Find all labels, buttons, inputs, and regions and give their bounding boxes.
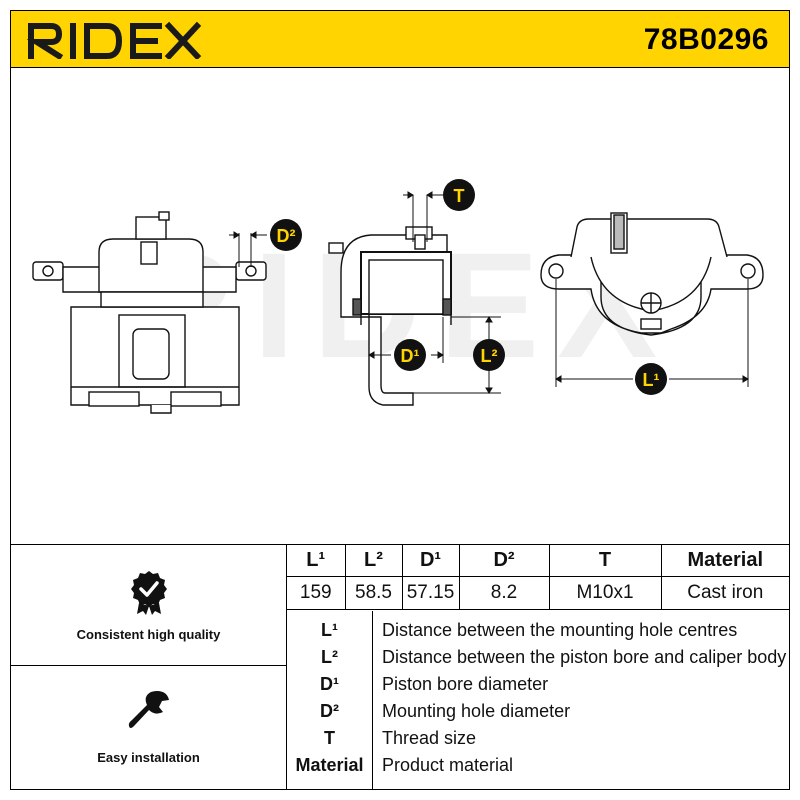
callout-t-label: T (454, 186, 465, 206)
spec-value-cell: 8.2 (458, 576, 550, 610)
legend-term: D² (320, 701, 339, 721)
legend-description: Mounting hole diameter (382, 701, 571, 721)
legend-row: Material Product material (287, 752, 789, 778)
callout-d1-label: D¹ (401, 346, 420, 366)
spec-value-row: 159 58.5 57.15 8.2 M10x1 Cast iron (287, 576, 789, 610)
feature-installation: Easy installation (11, 666, 287, 789)
spec-table: L¹ L² D¹ D² T Material 159 58.5 57.15 8.… (287, 545, 789, 610)
caliper-section-view (328, 226, 452, 406)
spec-header-cell: L² (344, 545, 403, 577)
caliper-front-view (32, 211, 267, 414)
spec-value-cell: Cast iron (660, 576, 789, 610)
legend-description: Distance between the mounting hole centr… (382, 620, 738, 640)
legend-term: Material (295, 755, 364, 775)
legend-row: T Thread size (287, 725, 789, 751)
spec-header-cell: T (548, 545, 662, 577)
spec-value-cell: M10x1 (548, 576, 662, 610)
legend-description: Distance between the piston bore and cal… (382, 647, 787, 667)
legend-divider (372, 611, 373, 789)
callout-l2-badge (473, 339, 505, 371)
legend-term: L² (321, 647, 338, 667)
callout-d1-badge (394, 339, 426, 371)
technical-drawing: RIDEX (10, 67, 790, 545)
legend-term: L¹ (321, 620, 338, 640)
feature-installation-label: Easy installation (97, 750, 200, 765)
spec-header-cell: D¹ (401, 545, 460, 577)
header-bar: 78B0296 (10, 10, 790, 68)
spec-header-cell: D² (458, 545, 550, 577)
part-number: 78B0296 (643, 23, 769, 56)
spec-header-cell: L¹ (287, 545, 346, 577)
legend-description: Product material (382, 755, 514, 775)
legend-term: D¹ (320, 674, 339, 694)
callout-d2-label: D² (277, 226, 296, 246)
l1-dimension (555, 279, 749, 387)
feature-quality-label: Consistent high quality (76, 627, 221, 642)
spec-value-cell: 57.15 (401, 576, 460, 610)
legend-description: Piston bore diameter (382, 674, 549, 694)
d1-dimension (368, 317, 444, 363)
callout-d2-badge (270, 219, 302, 251)
legend-row: D² Mounting hole diameter (287, 698, 789, 724)
caliper-side-view (540, 212, 764, 336)
spec-header-row: L¹ L² D¹ D² T Material (287, 545, 789, 577)
legend-row: D¹ Piston bore diameter (287, 671, 789, 697)
wrench-icon (128, 691, 169, 728)
callout-l2-label: L² (481, 346, 498, 366)
ridex-logo (27, 21, 202, 59)
legend-row: L² Distance between the piston bore and … (287, 644, 789, 670)
legend-term: T (324, 728, 335, 748)
callout-l1-badge (635, 363, 667, 395)
callout-t-badge (443, 179, 475, 211)
legend-row: L¹ Distance between the mounting hole ce… (287, 617, 789, 643)
bottom-section: Consistent high quality Easy installatio… (10, 544, 790, 790)
spec-header-cell: Material (660, 545, 789, 577)
caliper-drawing: RIDEX (32, 179, 764, 414)
spec-value-cell: 159 (287, 576, 346, 610)
feature-quality: Consistent high quality (11, 545, 287, 666)
spec-value-cell: 58.5 (344, 576, 403, 610)
legend-description: Thread size (382, 728, 477, 748)
t-dimension (403, 191, 443, 242)
quality-badge-icon (130, 571, 167, 615)
d2-dimension (229, 231, 267, 267)
dimension-legend: L¹ Distance between the mounting hole ce… (287, 611, 789, 789)
callout-l1-label: L¹ (643, 370, 660, 390)
